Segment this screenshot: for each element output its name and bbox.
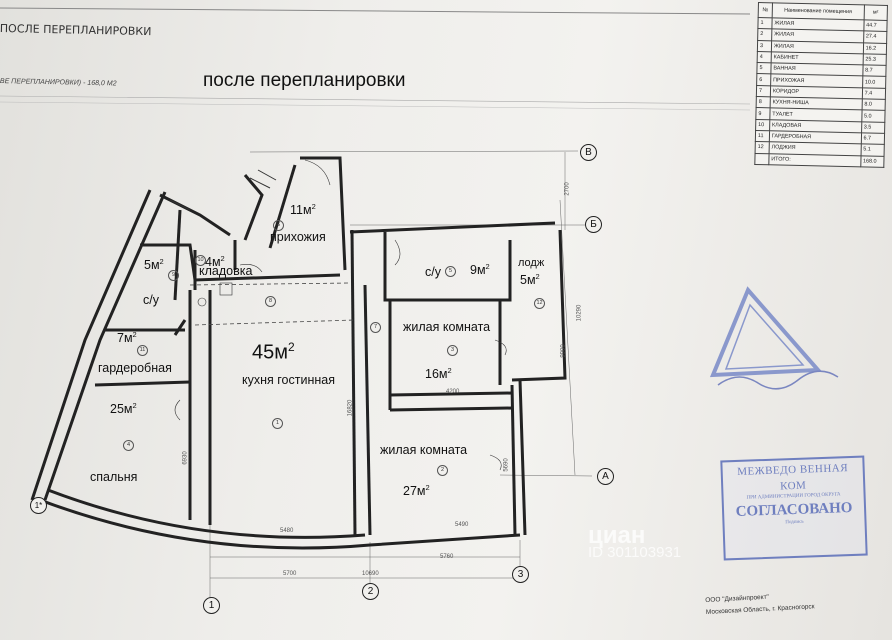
stamp-line: МЕЖВЕДО ВЕННАЯ [737,462,849,478]
dimension: 5760 [440,554,454,560]
dimension: 10690 [362,571,379,577]
table-cell: 6.7 [860,132,885,145]
wc2-name: с/у [425,265,441,279]
room-number: 6 [273,220,284,231]
table-cell: 16.2 [862,42,887,55]
hall-area: 11м2 [290,202,316,218]
triangle-stamp [709,286,839,390]
table-cell: 44.7 [863,19,888,32]
dimension: 16820 [347,399,354,417]
room-number: 10 [195,255,206,266]
table-cell: 8.7 [862,65,887,77]
room-number: 11 [137,345,148,356]
table-cell: 8.0 [861,98,886,111]
table-cell: 3 [757,40,772,52]
table-cell: 8 [756,96,771,109]
watermark-id: ID 301103931 [588,544,682,561]
dimension: 4200 [446,389,460,395]
wc1-name: с/у [143,293,159,307]
table-cell: 5 [756,62,771,75]
living1-name: жилая комната [403,320,491,334]
bedroom-name: спальня [90,470,138,484]
table-cell: 10 [755,119,770,131]
room-number: 1 [272,418,283,429]
table-header-cell: № [758,2,773,18]
room-number: 4 [123,440,134,451]
bedroom-area: 25м2 [110,401,137,417]
room-number: 5 [445,266,456,277]
storage-area: 4м2 [205,254,225,270]
table-cell: 4 [757,51,772,63]
axis-marker-3: 3 [512,566,529,583]
table-cell: 7 [756,85,771,97]
axis-marker-b: Б [585,216,602,233]
room-number: 9 [168,270,179,281]
watermark-brand: циан [588,522,646,549]
hall-name: прихожия [270,230,326,244]
table-cell: 5.0 [861,110,886,123]
dimension: 10290 [576,304,583,322]
storage-name: кладовка [199,264,253,278]
kitchen-name: кухня гостинная [242,373,335,387]
living2-area: 27м2 [403,483,430,499]
dimension: 9900 [560,344,567,358]
table-cell: 168.0 [860,155,885,168]
dimension: 6930 [182,451,189,465]
axis-marker-1-star: 1* [30,497,47,514]
table-cell: 7.4 [861,87,886,100]
axis-marker-2: 2 [362,583,379,600]
wardrobe-area: 7м2 [117,330,137,346]
dimension: 5490 [455,522,469,528]
room-number: 3 [447,345,458,356]
wc1-area: 5м2 [144,257,164,273]
plan-title: после перепланировки [203,70,406,91]
table-cell: 3.5 [861,121,885,134]
kitchen-area: 45м2 [252,340,295,364]
axis-marker-1: 1 [203,597,220,614]
axis-marker-a: А [597,468,614,485]
dimension: 5690 [503,458,510,472]
table-cell: 11 [755,130,770,143]
loggia-name: лодж [518,257,545,269]
approval-stamp: МЕЖВЕДО ВЕННАЯ КОМ ПРИ АДМИНИСТРАЦИИ ГОР… [720,455,868,561]
wc2-area: 9м2 [470,262,490,278]
table-cell: 10.0 [862,76,886,89]
table-cell: 5.1 [860,144,885,156]
room-number: 8 [265,296,276,307]
living2-name: жилая комната [380,443,468,457]
table-cell [754,153,769,165]
loggia-area: 5м2 [520,272,540,288]
room-number: 7 [370,322,381,333]
table-cell: 12 [755,141,770,154]
table-cell: ИТОГО: [768,153,861,167]
room-number: 12 [534,298,545,309]
living1-area: 16м2 [425,366,452,382]
dimension: 5480 [280,528,294,534]
table-cell: 27.4 [863,31,887,44]
table-cell: 1 [757,17,773,30]
axis-marker-v: В [580,144,597,161]
room-number: 2 [437,465,448,476]
dimension: 2700 [564,182,571,196]
table-row: ИТОГО:168.0 [754,153,885,168]
table-cell: 6 [756,73,771,86]
table-header-cell: м² [863,4,888,21]
cian-watermark: циан ID 301103931 [588,522,681,561]
wardrobe-name: гардеробная [98,361,172,375]
dimension: 5700 [283,571,297,577]
table-cell: 25.3 [862,53,887,66]
table-cell: 2 [757,28,772,41]
table-cell: 9 [755,107,770,120]
